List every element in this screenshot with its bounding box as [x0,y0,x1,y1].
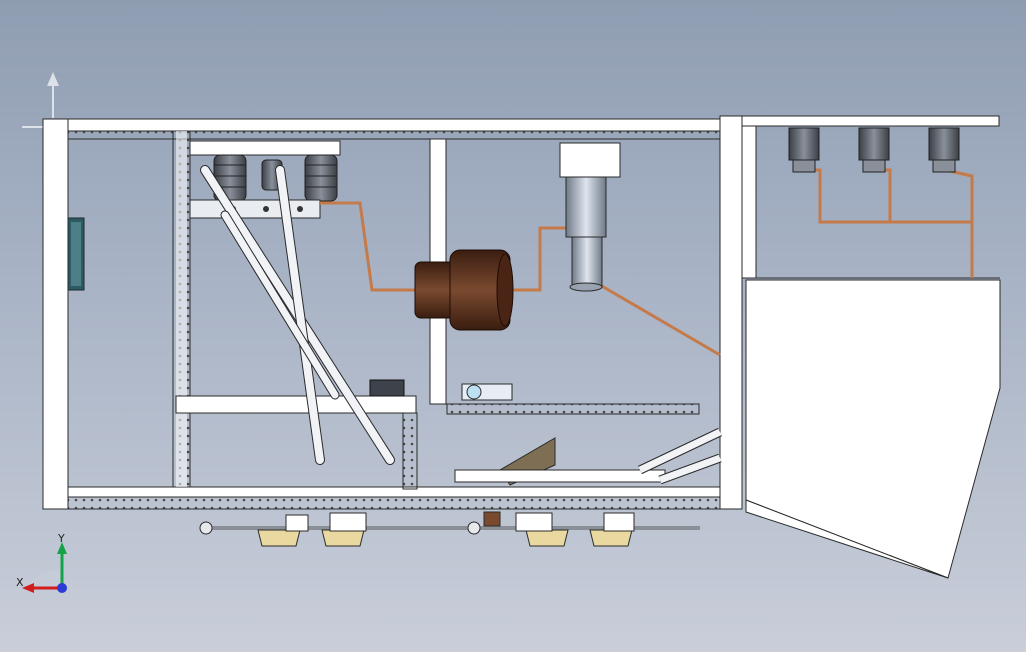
main-frame[interactable] [67,115,1000,510]
x-axis-label: X [16,576,24,589]
z-axis-dot [57,583,67,593]
vacuum-interrupter[interactable] [559,142,621,292]
operating-mechanism[interactable] [369,379,722,486]
operating-rods[interactable] [200,165,395,465]
current-transformer[interactable] [414,249,514,331]
outgoing-bushings[interactable] [788,127,960,173]
cable-compartment-cover[interactable] [745,279,1001,579]
left-door-panel[interactable] [42,118,85,510]
coordinate-triad[interactable] [10,530,80,600]
y-axis-label: Y [58,532,65,545]
bottom-brackets[interactable] [199,511,700,547]
view-orientation-arrow [22,72,59,128]
